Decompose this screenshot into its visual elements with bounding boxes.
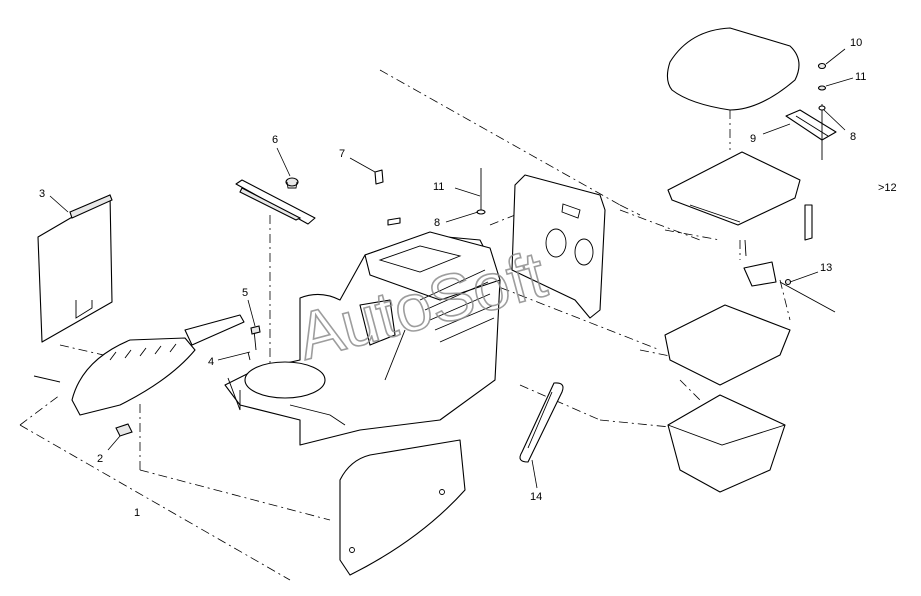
callout-7: 7	[339, 148, 345, 160]
hardware-stack	[817, 62, 827, 160]
part-13-hardware	[784, 278, 792, 286]
callout-13: 13	[820, 262, 832, 274]
callout-11a: 11	[433, 181, 444, 193]
main-console-body	[224, 231, 501, 446]
rear-bracket-panel	[511, 174, 606, 319]
callout-4: 4	[208, 356, 214, 368]
part-14-loop-seal	[519, 382, 564, 463]
part-2-clip	[115, 423, 133, 437]
part-3-panel	[37, 194, 113, 343]
callout-6: 6	[272, 134, 278, 146]
lid-base	[667, 151, 801, 226]
callout-10: 10	[850, 37, 862, 49]
left-side-cover	[33, 314, 245, 416]
parts-4-5-bolts	[247, 325, 261, 361]
callout-9: 9	[750, 133, 756, 145]
center-bolts	[387, 168, 747, 257]
armrest-cushion	[666, 27, 800, 111]
callout-12: >12	[878, 182, 897, 194]
callout-11b: 11	[855, 71, 866, 83]
callout-8b: 8	[850, 131, 856, 143]
callout-1: 1	[134, 507, 140, 519]
storage-tray	[664, 304, 791, 386]
part-9-hinge	[785, 109, 837, 141]
callout-leaders	[49, 48, 854, 489]
storage-bin	[667, 394, 786, 493]
latch-parts	[743, 204, 836, 313]
callout-5: 5	[242, 287, 248, 299]
callout-3: 3	[39, 188, 45, 200]
callout-numbers: 1 2 3 4 5 6 7 8 8 9 10 11 11 >12 13 14	[39, 37, 897, 519]
callout-14: 14	[530, 491, 542, 503]
lower-front-panel	[339, 439, 466, 576]
part-7-fastener	[374, 169, 384, 185]
part-6-trim-strip	[235, 177, 316, 225]
callout-2: 2	[97, 453, 103, 465]
callout-8a: 8	[434, 217, 440, 229]
